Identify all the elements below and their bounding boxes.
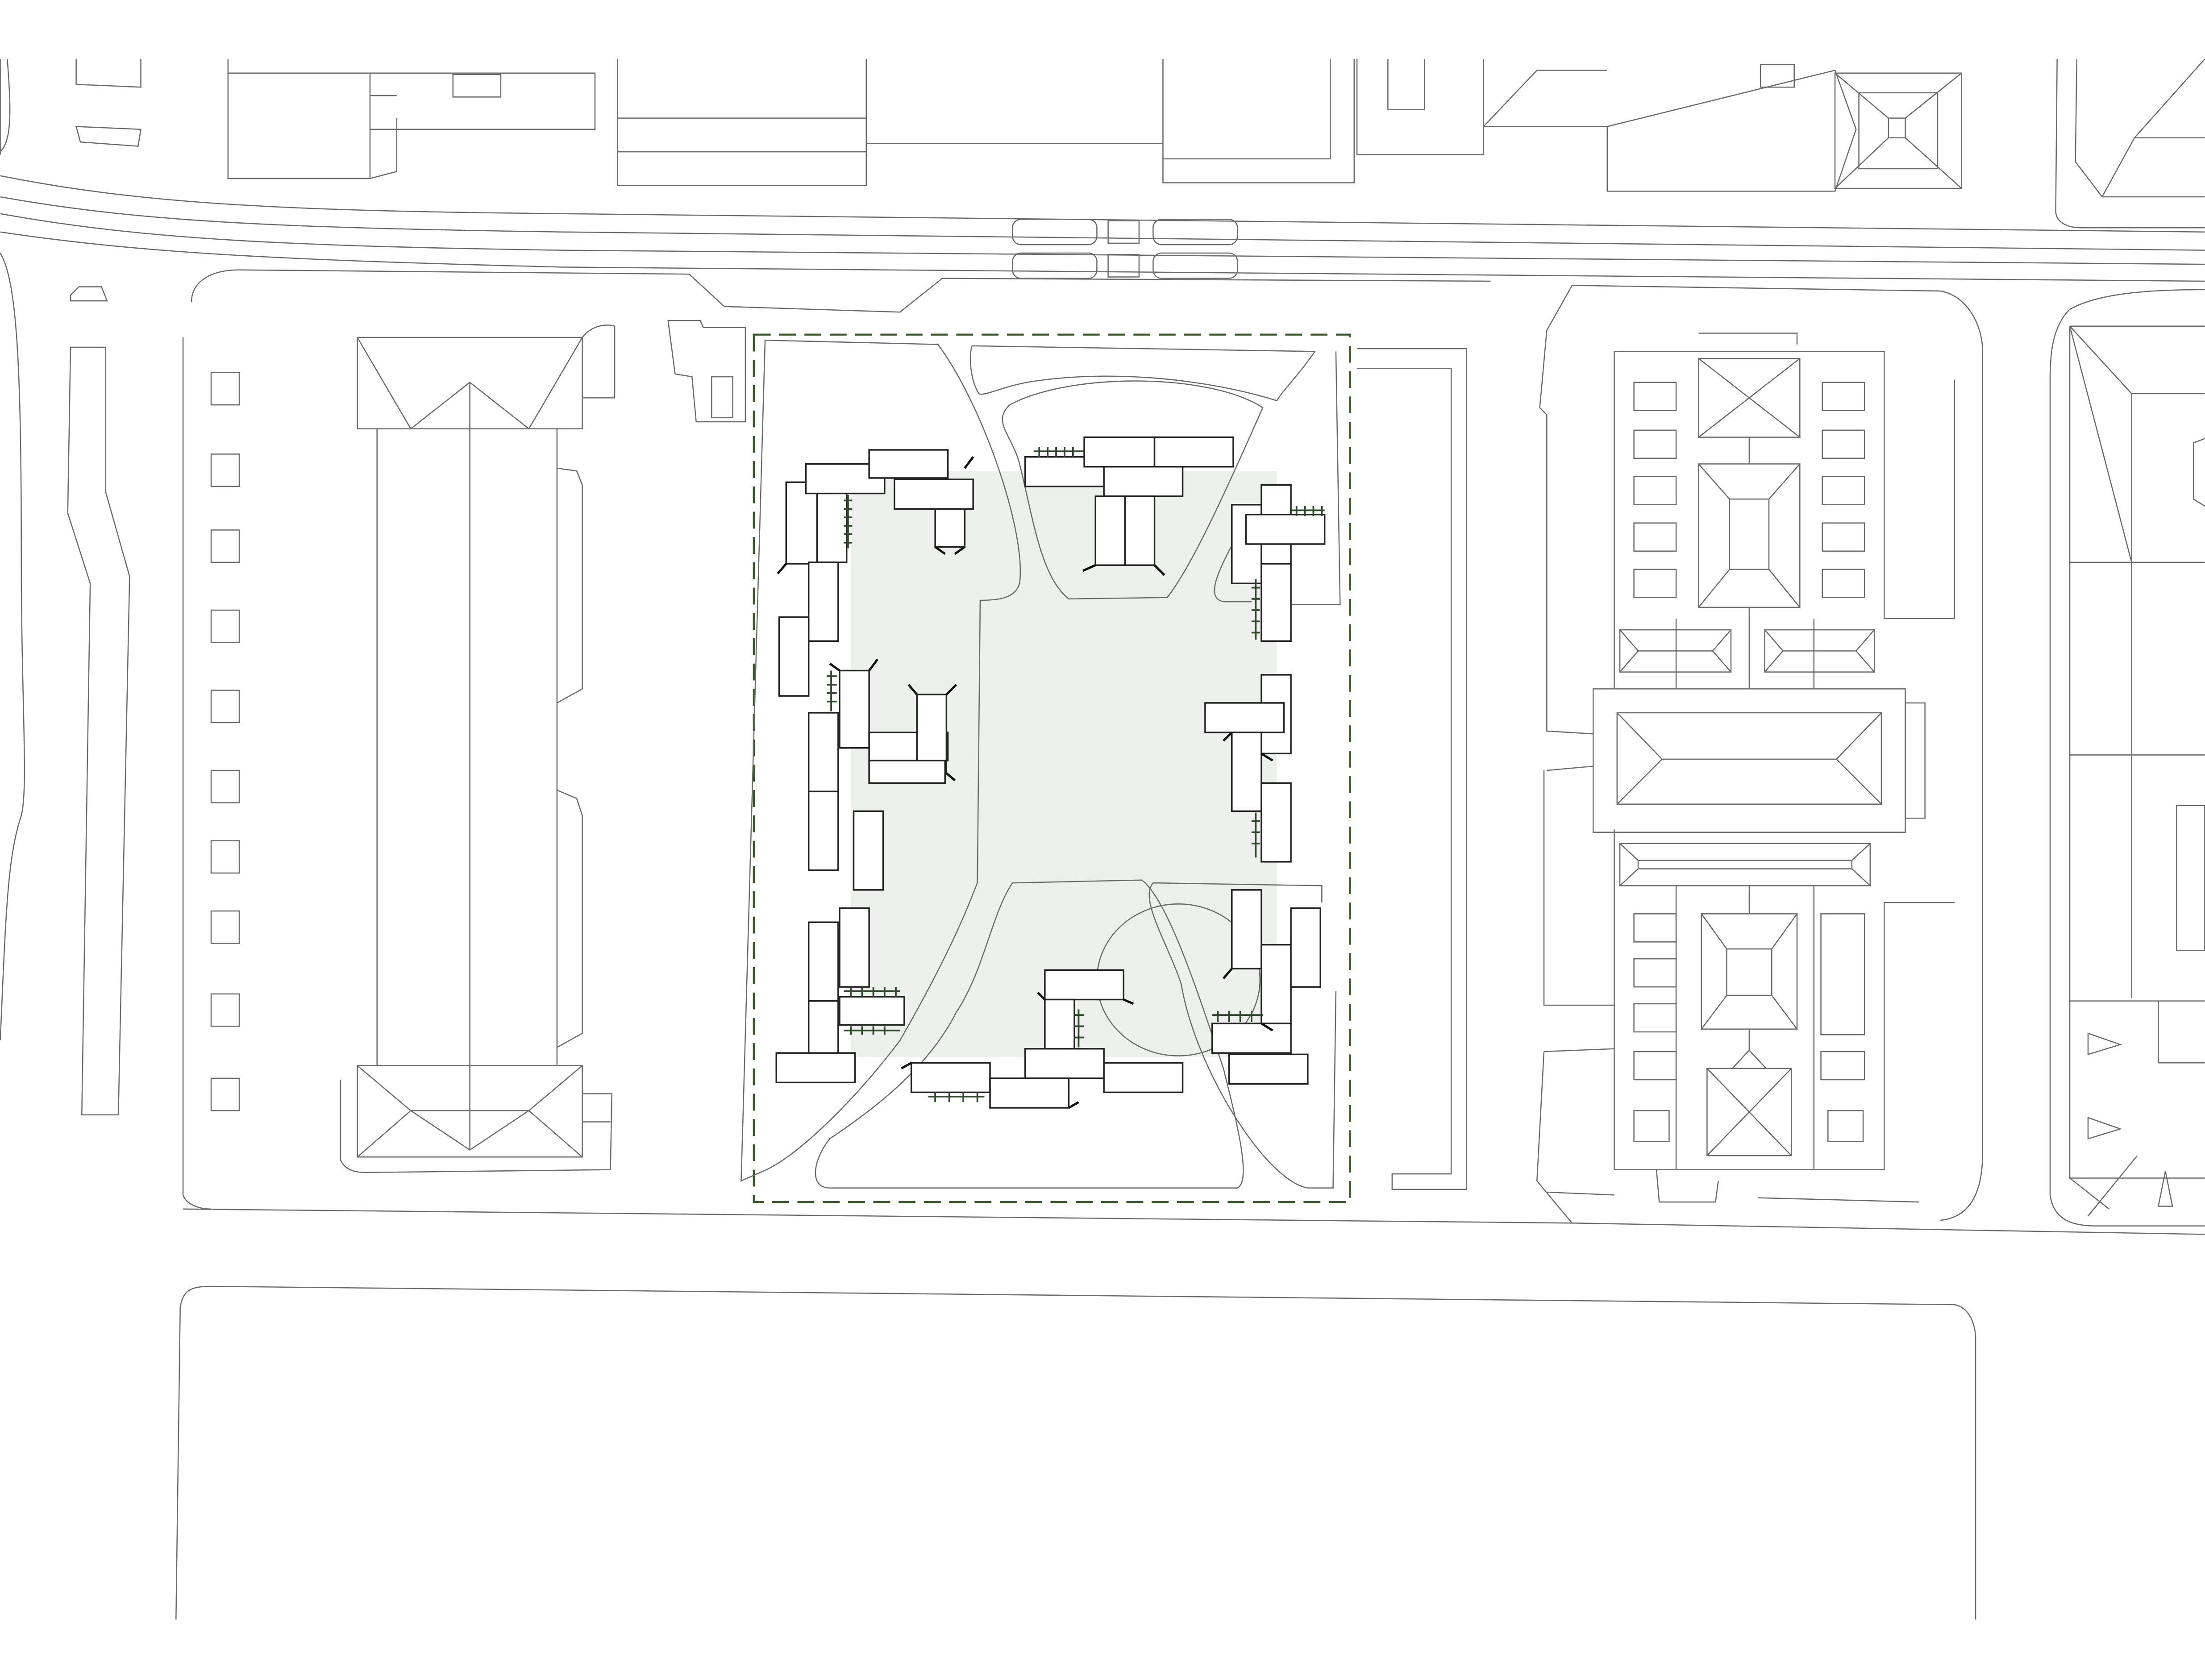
left-buildings — [67, 269, 1491, 1210]
tram-stop — [1012, 219, 1238, 279]
stairs — [827, 447, 1325, 1102]
site-buildings — [775, 436, 1326, 1109]
top-buildings — [70, 58, 2205, 302]
entrance-marks — [777, 456, 1273, 1109]
site-paths — [741, 339, 1341, 1189]
street-lines — [0, 59, 2205, 1620]
right-buildings — [1357, 285, 2205, 1227]
site-boundary — [753, 333, 1351, 1203]
